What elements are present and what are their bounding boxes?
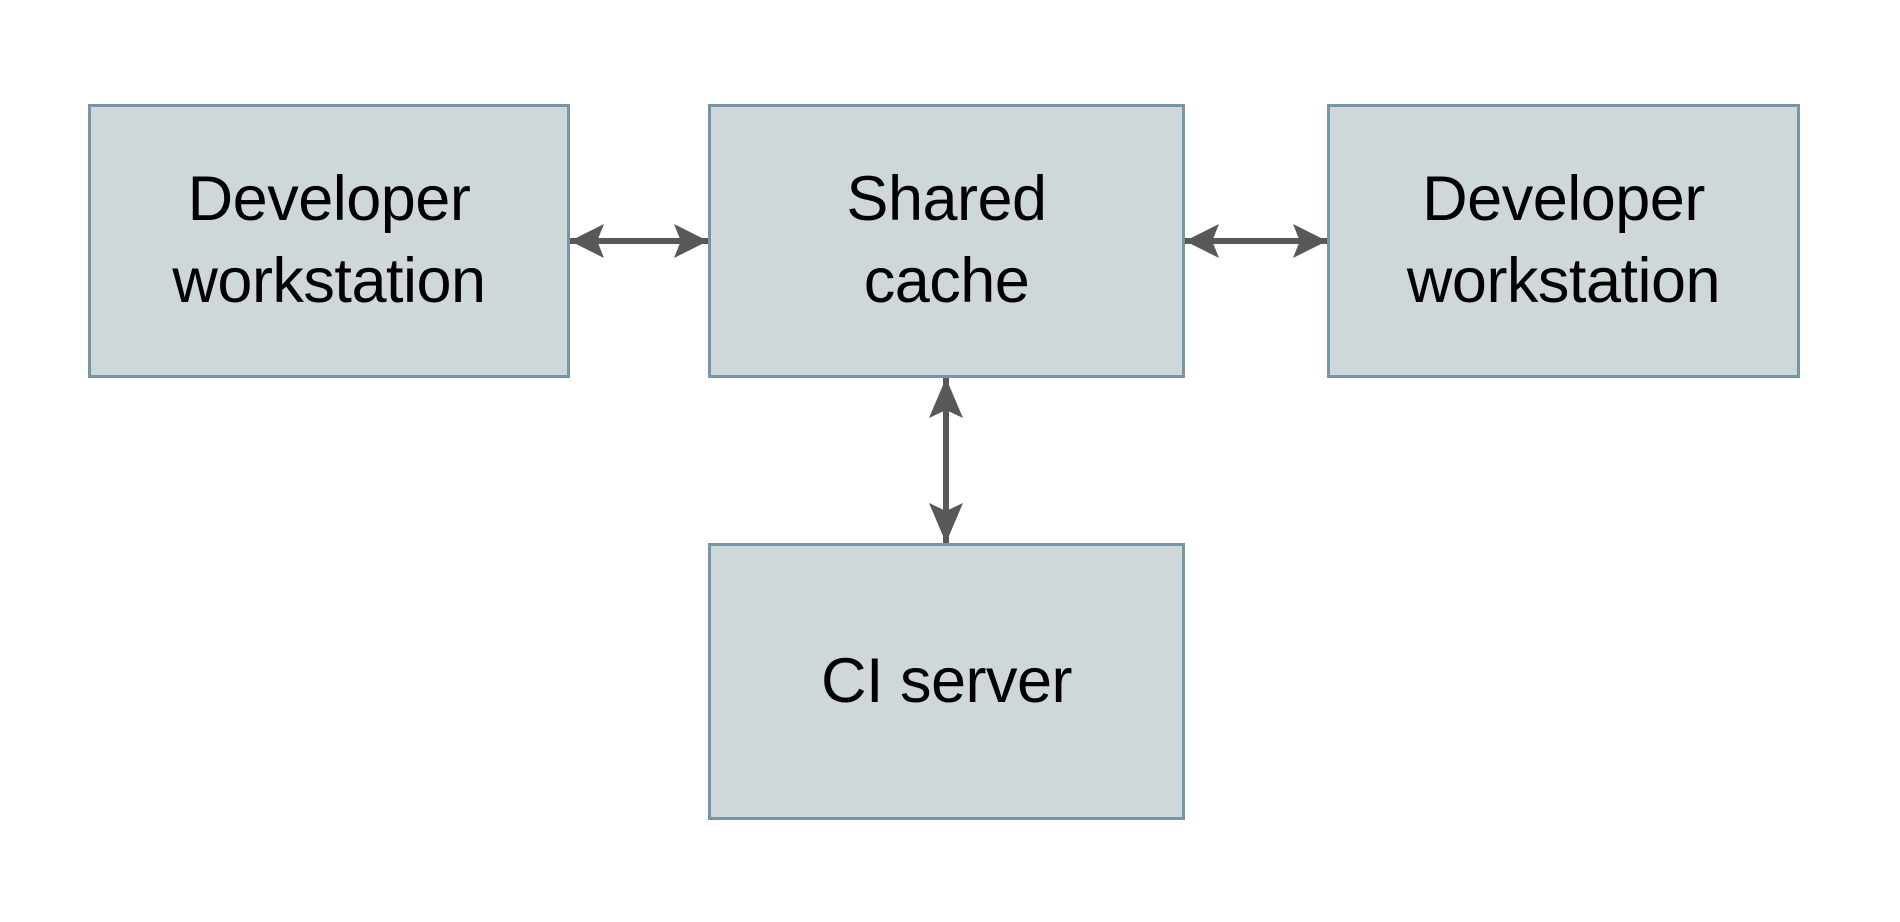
node-label: Shared cache (846, 164, 1047, 316)
node-developer-workstation-right[interactable]: Developer workstation (1327, 104, 1800, 378)
edge-shared-cache-to-right-workstation[interactable] (1185, 211, 1327, 271)
node-label: Developer workstation (1406, 164, 1721, 316)
node-ci-server[interactable]: CI server (708, 543, 1185, 820)
edge-left-workstation-to-shared-cache[interactable] (570, 211, 708, 271)
node-shared-cache[interactable]: Shared cache (708, 104, 1185, 378)
double-arrow-horizontal-icon (570, 224, 708, 258)
node-label: Developer workstation (172, 164, 486, 316)
double-arrow-vertical-icon (929, 378, 963, 543)
node-label: CI server (820, 645, 1073, 716)
double-arrow-horizontal-icon (1185, 224, 1327, 258)
edge-shared-cache-to-ci-server[interactable] (916, 378, 976, 543)
node-developer-workstation-left[interactable]: Developer workstation (88, 104, 570, 378)
